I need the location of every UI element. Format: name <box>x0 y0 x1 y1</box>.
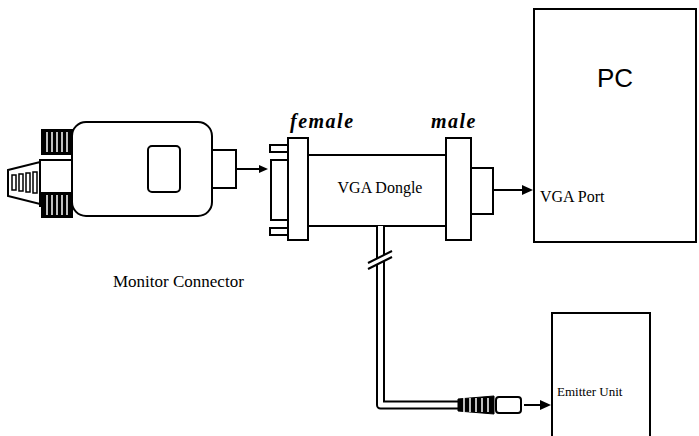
plug-rib <box>475 398 477 412</box>
vga-dongle-illustration <box>270 138 493 243</box>
connector-caption: Monitor Connector <box>113 272 244 292</box>
emitter-box: Emitter Unit <box>551 312 651 436</box>
dongle-label: VGA Dongle <box>338 179 423 197</box>
connector-gender-label: female <box>290 110 355 133</box>
plug-rib <box>481 398 483 412</box>
cable-break-mark <box>368 251 392 269</box>
plug-rib <box>487 398 489 412</box>
arrow-line <box>493 189 522 191</box>
port-label: VGA Port <box>540 188 604 206</box>
monitor-connector: Monitor Connector <box>5 120 237 215</box>
pc-box: PC VGA Port <box>533 8 697 243</box>
arrow-head <box>540 400 551 410</box>
plug-grip <box>458 396 494 414</box>
arrow-head <box>259 165 268 173</box>
emitter-label: Emitter Unit <box>557 385 622 400</box>
connector-gender-label: male <box>431 110 477 133</box>
monitor-connector-illustration <box>8 122 236 217</box>
arrow-connector <box>237 165 268 173</box>
edge-layer <box>237 165 551 414</box>
cable-core <box>381 241 461 405</box>
vga-dongle: VGA Dongle <box>268 138 493 242</box>
arrow-line <box>237 168 259 170</box>
pc-label: PC <box>597 64 633 94</box>
cable-outline <box>381 241 461 405</box>
cable-connector <box>381 241 552 414</box>
arrow-line <box>524 404 540 406</box>
arrow-head <box>522 185 533 195</box>
plug-rib <box>469 398 471 412</box>
plug-rib <box>463 398 465 412</box>
plug-tip <box>496 397 521 413</box>
arrow-connector <box>493 185 533 195</box>
